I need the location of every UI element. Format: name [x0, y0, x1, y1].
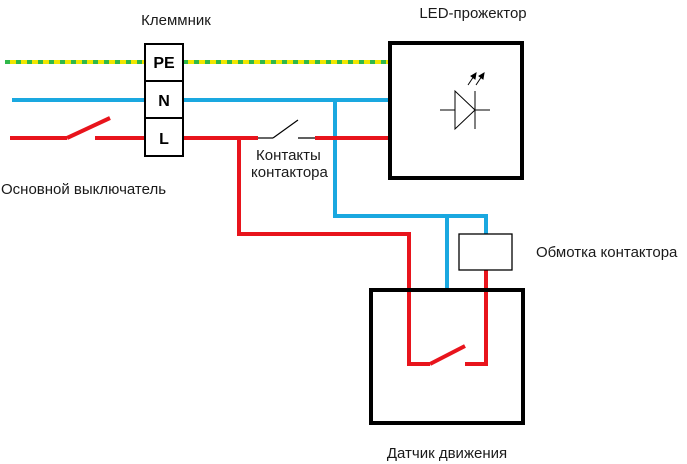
contactor-coil: [458, 233, 513, 271]
terminal-pe: PE: [153, 55, 175, 72]
contactor-contacts-label-line1: Контакты: [256, 147, 321, 164]
terminal-n: N: [158, 93, 170, 110]
terminal-l: L: [159, 131, 169, 148]
motion-sensor: [369, 288, 525, 425]
phase-wire: [10, 136, 488, 366]
led-floodlight: [388, 41, 524, 180]
terminal-block-label: Клеммник: [141, 12, 211, 29]
neutral-wire: [12, 98, 488, 290]
motion-sensor-label: Датчик движения: [387, 445, 507, 462]
main-switch-label: Основной выключатель: [1, 181, 166, 198]
terminal-block: PE N L: [144, 43, 184, 157]
contactor-contacts: [258, 119, 315, 139]
led-floodlight-label: LED-прожектор: [419, 5, 526, 22]
contactor-coil-label: Обмотка контактора: [536, 244, 678, 261]
led-diode-icon: [440, 72, 490, 131]
main-switch: [66, 116, 111, 140]
sensor-switch: [429, 344, 466, 366]
contactor-contacts-label-line2: контактора: [251, 164, 329, 181]
